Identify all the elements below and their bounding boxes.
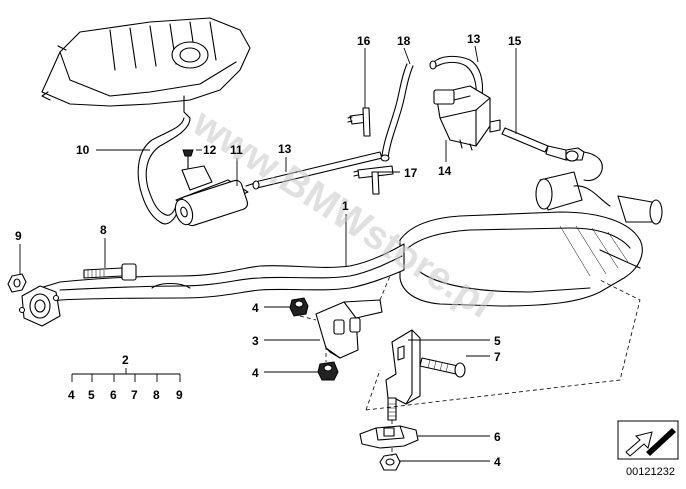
- valve-part-14: [433, 85, 501, 151]
- label-part-13-upper: 13: [467, 32, 481, 46]
- label-part-5: 5: [494, 334, 501, 348]
- leader-lines: [19, 45, 517, 462]
- bolt-part-7: [419, 357, 466, 378]
- label-part-4-lower: 4: [494, 455, 501, 469]
- label-part-16: 16: [357, 34, 371, 48]
- assembly-dash-lines: [299, 275, 641, 456]
- label-part-3: 3: [252, 334, 259, 348]
- label-part-15: 15: [508, 34, 522, 48]
- label-part-13-lower: 13: [278, 142, 292, 156]
- flange-part: [18, 285, 61, 327]
- connector-part-16: [347, 107, 371, 137]
- front-pipe-part-1: [39, 243, 405, 305]
- bracket-part-3: [315, 299, 383, 359]
- hose-part-13-upper: [429, 55, 484, 97]
- label-part-18: 18: [397, 34, 411, 48]
- t-connector-part-17: [353, 165, 394, 195]
- bolt-part-8: [83, 263, 137, 281]
- label-part-4-middle: 4: [252, 366, 259, 380]
- rear-silencer-part-1: [399, 211, 643, 307]
- part-labels: 9 8 10 12 11 13 1 16 18 13 15 14 17 4 3 …: [15, 32, 522, 469]
- label-part-8: 8: [100, 223, 107, 237]
- tail-pipes: [535, 171, 663, 225]
- nut-part-4-bottom: [379, 453, 401, 471]
- kit-item-2: 5: [88, 388, 95, 402]
- label-part-11: 11: [230, 143, 243, 157]
- clamp-part-6: [359, 425, 419, 449]
- rubber-mount-part-4-upper: [289, 297, 309, 317]
- label-part-4-upper: 4: [252, 301, 259, 315]
- hose-part-18: [380, 63, 414, 162]
- kit-item-5: 8: [153, 388, 160, 402]
- screw-part-12: [182, 149, 194, 169]
- rubber-mount-part-4-lower: [317, 361, 339, 381]
- kit-item-6: 9: [176, 388, 183, 402]
- kit-item-1: 4: [68, 388, 75, 402]
- label-part-14: 14: [438, 164, 452, 178]
- nut-part-9: [7, 273, 27, 293]
- kit-item-3: 6: [110, 388, 117, 402]
- kit-label-part-2: 2: [122, 353, 129, 367]
- label-part-10: 10: [76, 143, 90, 157]
- label-part-6: 6: [494, 430, 501, 444]
- label-part-7: 7: [494, 350, 501, 364]
- label-part-12: 12: [203, 143, 217, 157]
- hose-part-10: [137, 117, 191, 225]
- label-part-9: 9: [15, 229, 22, 243]
- diagram-code: 00121232: [626, 466, 675, 478]
- kit-item-4: 7: [131, 388, 138, 402]
- orientation-icon: [617, 420, 679, 460]
- stud-part: [387, 397, 397, 421]
- kit-bracket: [71, 368, 181, 382]
- pressure-converter-part-11: [174, 165, 259, 227]
- hanger-part-5: [385, 329, 421, 405]
- intake-manifold: [41, 17, 251, 119]
- label-part-17: 17: [404, 166, 418, 180]
- pipe-part-15: [501, 127, 603, 182]
- label-part-1: 1: [342, 199, 349, 213]
